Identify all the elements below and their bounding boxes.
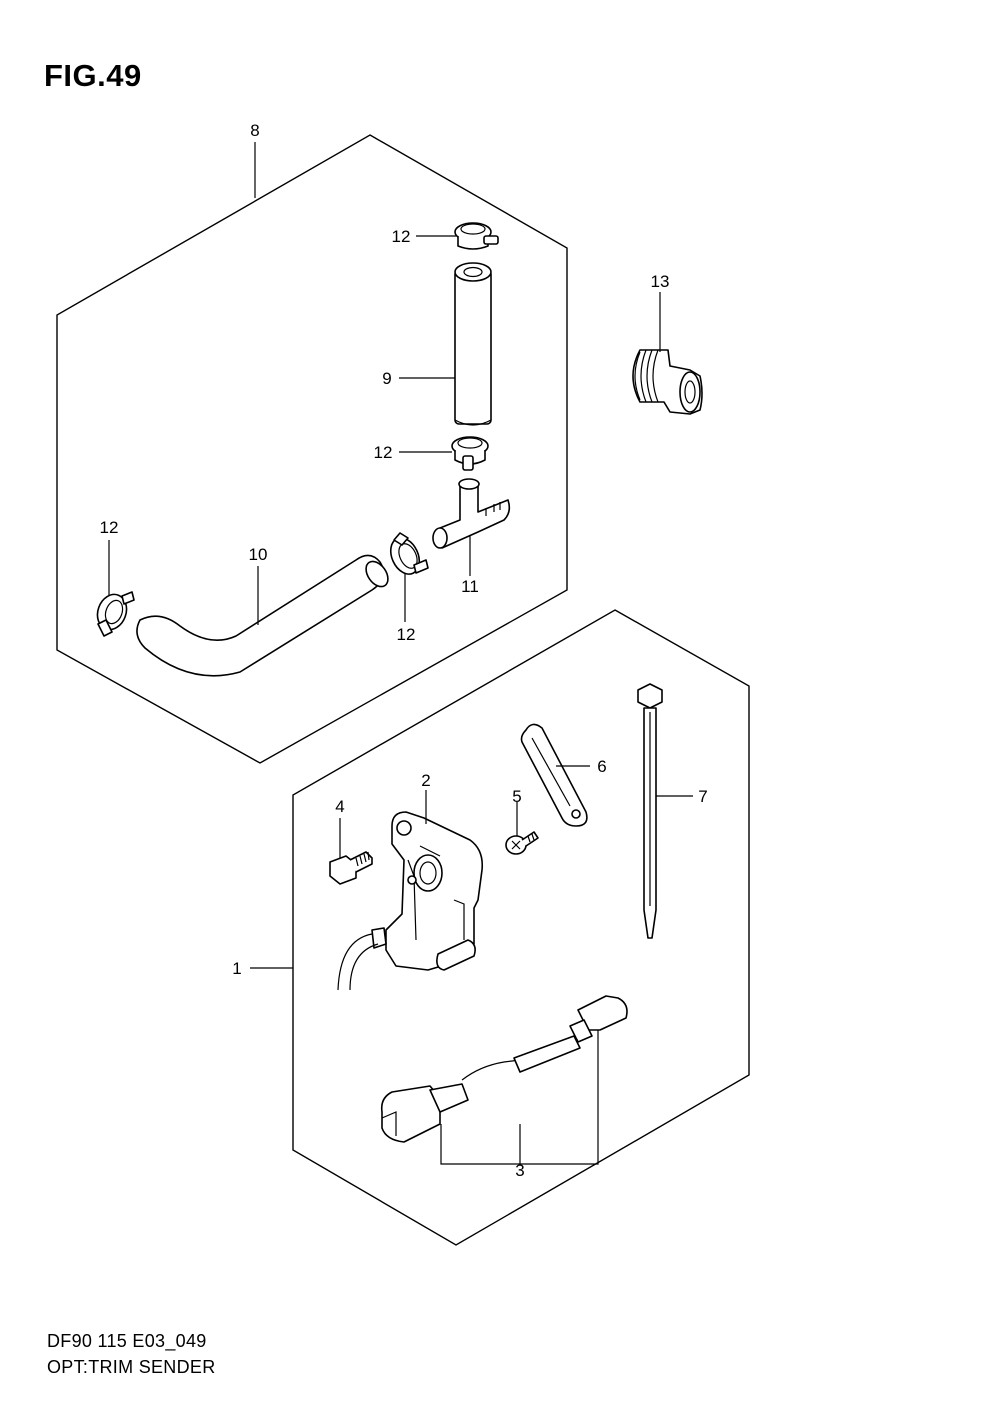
figure-code: DF90 115 E03_049 (47, 1331, 207, 1351)
sender-body-part-2 (337, 811, 484, 991)
clamp-part-12-top (454, 222, 499, 250)
callout-8: 8 (250, 121, 259, 140)
callout-6: 6 (597, 757, 606, 776)
callout-10: 10 (249, 545, 268, 564)
harness-part-3 (380, 995, 628, 1143)
clamp-part-12-middle (451, 436, 489, 471)
callout-11: 11 (461, 577, 479, 596)
callout-12-top: 12 (392, 227, 411, 246)
callout-3: 3 (515, 1161, 524, 1180)
hose-part-9 (454, 262, 492, 426)
callout-4: 4 (335, 797, 344, 816)
callout-12-right: 12 (397, 625, 416, 644)
leader-lines (108, 142, 693, 1165)
strap-part-6 (520, 723, 588, 827)
cable-tie-part-7 (637, 683, 663, 939)
tee-fitting-part-11 (432, 478, 511, 549)
callout-1: 1 (232, 959, 241, 978)
callout-5: 5 (512, 787, 521, 806)
callout-9: 9 (382, 369, 391, 388)
group-boundary-8 (56, 134, 568, 764)
callout-12-left: 12 (100, 518, 119, 537)
hose-part-10 (136, 554, 389, 677)
plug-part-13 (632, 349, 703, 415)
figure-title: FIG.49 (44, 58, 142, 93)
clamp-part-12-right (389, 532, 429, 575)
group-boundary-1 (292, 609, 750, 1246)
bolt-part-4 (329, 851, 373, 885)
callout-13: 13 (651, 272, 670, 291)
callout-2: 2 (421, 771, 430, 790)
figure-description: OPT:TRIM SENDER (47, 1357, 216, 1377)
screw-part-5 (505, 831, 539, 855)
callout-7: 7 (698, 787, 707, 806)
clamp-part-12-left (96, 591, 135, 637)
callout-12-middle: 12 (374, 443, 393, 462)
